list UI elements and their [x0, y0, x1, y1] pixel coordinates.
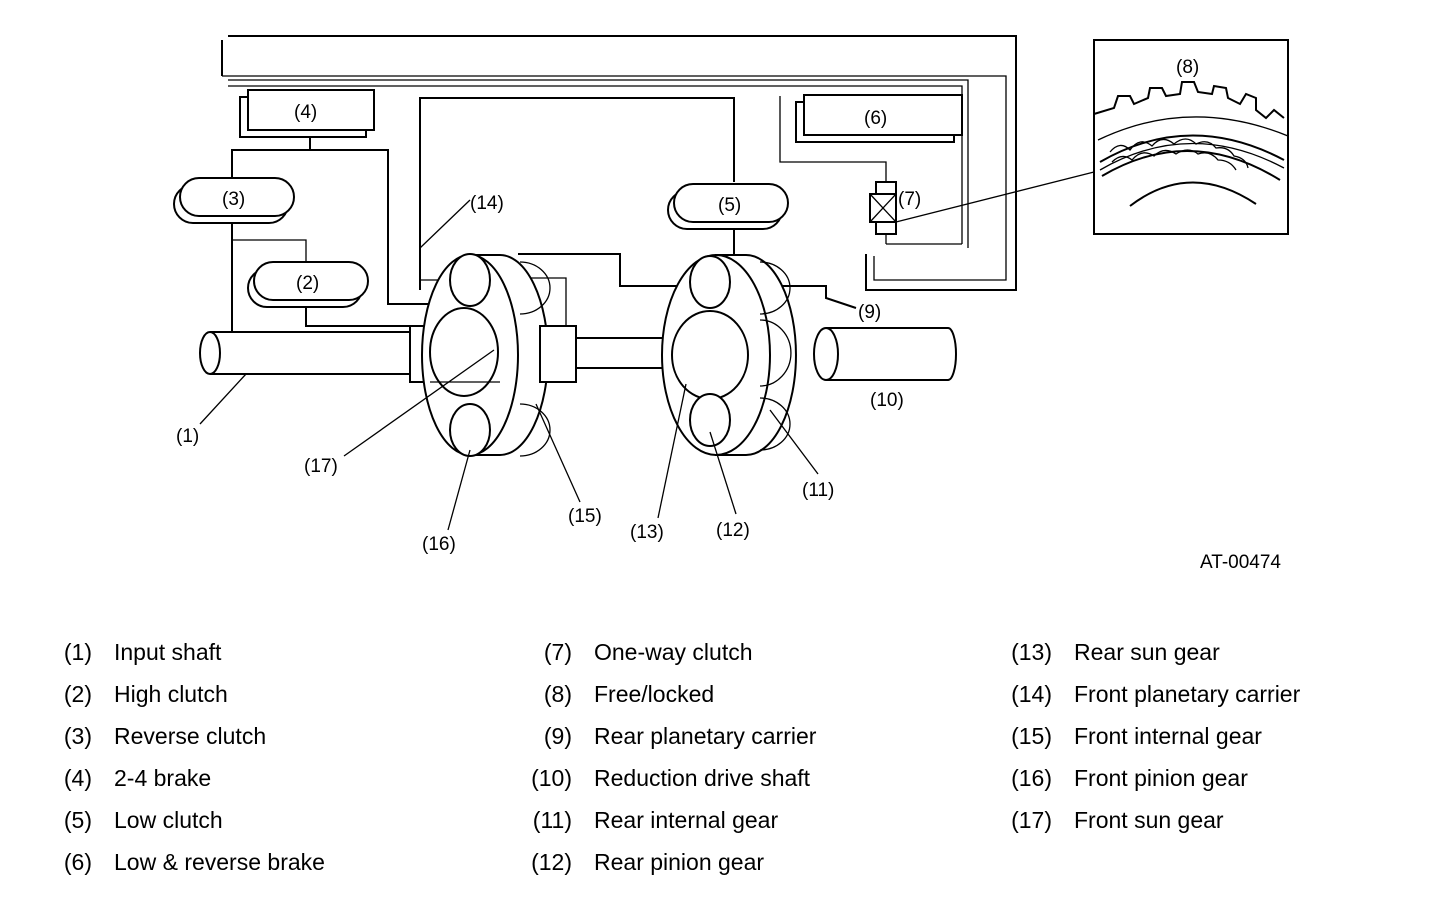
legend-item: (5) Low clutch — [60, 804, 480, 836]
callout-12: (12) — [716, 520, 750, 541]
legend-item: (17) Front sun gear — [1004, 804, 1424, 836]
legend-num: (15) — [1011, 723, 1052, 749]
low-clutch — [667, 183, 789, 230]
callout-2: (2) — [296, 273, 319, 294]
legend-num: (6) — [63, 849, 92, 875]
legend-item: (10) Reduction drive shaft — [524, 762, 964, 794]
input-shaft — [199, 325, 441, 383]
legend-label: Rear planetary carrier — [594, 723, 817, 749]
callout-5: (5) — [718, 195, 741, 216]
legend-label: Rear sun gear — [1074, 639, 1220, 665]
legend-num: (4) — [63, 765, 92, 791]
legend-label: Front planetary carrier — [1074, 681, 1301, 707]
callout-9: (9) — [858, 302, 881, 323]
legend-num: (13) — [1011, 639, 1052, 665]
low-reverse-brake — [779, 94, 963, 182]
callout-15: (15) — [568, 506, 602, 527]
legend-num: (1) — [63, 639, 92, 665]
legend-label: High clutch — [114, 681, 228, 707]
legend-num: (12) — [531, 849, 572, 875]
legend-num: (17) — [1011, 807, 1052, 833]
legend-item: (7) One-way clutch — [524, 636, 964, 668]
callout-16: (16) — [422, 534, 456, 555]
legend-num: (14) — [1011, 681, 1052, 707]
callout-7: (7) — [898, 189, 921, 210]
legend-item: (15) Front internal gear — [1004, 720, 1424, 752]
rear-planetary-set — [661, 254, 797, 456]
legend-num: (5) — [63, 807, 92, 833]
legend-num: (7) — [543, 639, 572, 665]
legend-label: Reduction drive shaft — [594, 765, 811, 791]
high-clutch — [247, 261, 369, 308]
legend-label: Front pinion gear — [1074, 765, 1248, 791]
callout-1: (1) — [176, 426, 199, 447]
legend-item: (1) Input shaft — [60, 636, 480, 668]
reverse-clutch — [173, 177, 295, 224]
legend-num: (3) — [63, 723, 92, 749]
legend-label: Input shaft — [114, 639, 222, 665]
legend-num: (10) — [531, 765, 572, 791]
legend-label: Low & reverse brake — [114, 849, 325, 875]
legend-item: (6) Low & reverse brake — [60, 846, 480, 878]
one-way-clutch — [869, 171, 1095, 245]
one-way-clutch-detail — [1093, 39, 1289, 235]
legend-num: (16) — [1011, 765, 1052, 791]
legend-item: (2) High clutch — [60, 678, 480, 710]
connection-lines — [231, 97, 857, 332]
figure-code: AT-00474 — [1200, 552, 1281, 573]
callout-3: (3) — [222, 189, 245, 210]
legend-label: Reverse clutch — [114, 723, 267, 749]
callout-4: (4) — [294, 102, 317, 123]
legend-item: (3) Reverse clutch — [60, 720, 480, 752]
legend-label: Front sun gear — [1074, 807, 1224, 833]
callout-8: (8) — [1176, 57, 1199, 78]
outer-frame — [221, 35, 1017, 291]
legend: (1) Input shaft (2) High clutch (3) Reverse… — [0, 632, 1440, 882]
legend-num: (9) — [543, 723, 572, 749]
legend-label: One-way clutch — [594, 639, 753, 665]
legend-label: Rear pinion gear — [594, 849, 765, 875]
callout-6: (6) — [864, 108, 887, 129]
legend-label: Low clutch — [114, 807, 223, 833]
legend-label: Free/locked — [594, 681, 715, 707]
legend-label: Front internal gear — [1074, 723, 1262, 749]
legend-item: (13) Rear sun gear — [1004, 636, 1424, 668]
legend-num: (2) — [63, 681, 92, 707]
brake-2-4 — [239, 89, 375, 150]
legend-item: (16) Front pinion gear — [1004, 762, 1424, 794]
legend-item: (12) Rear pinion gear — [524, 846, 964, 878]
legend-num: (11) — [532, 807, 572, 833]
reduction-drive-shaft — [813, 327, 957, 381]
legend-num: (8) — [543, 681, 572, 707]
legend-item: (11) Rear internal gear — [524, 804, 964, 836]
legend-label: Rear internal gear — [594, 807, 779, 833]
front-planetary-set — [421, 253, 577, 457]
callout-17: (17) — [304, 456, 338, 477]
callout-11: (11) — [802, 480, 834, 501]
callout-14: (14) — [470, 193, 504, 214]
transmission-diagram: (1) (2) (3) (4) (5) (6) (7) (8) (9) (10)… — [173, 35, 1289, 573]
legend-item: (4) 2-4 brake — [60, 762, 480, 794]
legend-label: 2-4 brake — [114, 765, 212, 791]
legend-item: (14) Front planetary carrier — [1004, 678, 1424, 710]
callout-13: (13) — [630, 522, 664, 543]
legend-item: (9) Rear planetary carrier — [524, 720, 964, 752]
callout-labels: (1) (2) (3) (4) (5) (6) (7) (8) (9) (10)… — [176, 57, 1281, 573]
leader-lines — [199, 349, 819, 531]
callout-10: (10) — [870, 390, 904, 411]
legend-item: (8) Free/locked — [524, 678, 964, 710]
